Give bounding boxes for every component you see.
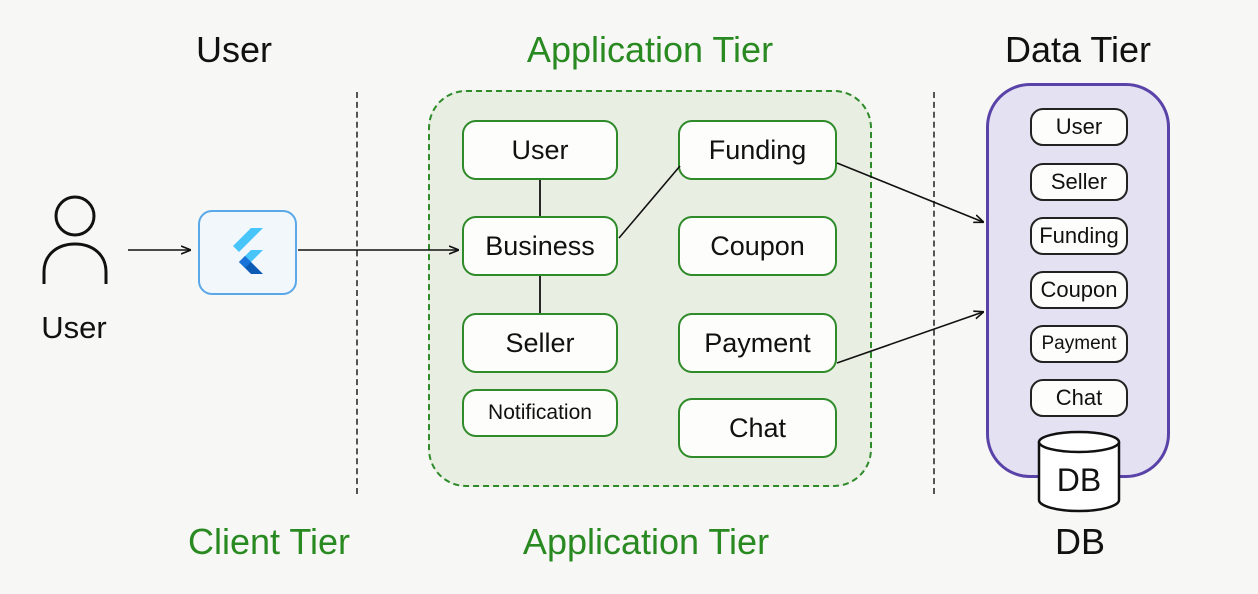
database-label: DB <box>1056 462 1102 498</box>
application-tier-heading: Application Tier <box>526 29 774 70</box>
service-chat: Chat <box>678 398 837 458</box>
data-table-coupon: Coupon <box>1030 271 1128 309</box>
service-funding: Funding <box>678 120 837 180</box>
client-tier-label: Client Tier <box>187 521 351 562</box>
service-user: User <box>462 120 618 180</box>
divider-client-app <box>356 92 358 494</box>
db-tier-label: DB <box>1054 521 1106 562</box>
divider-app-data <box>933 92 935 494</box>
flutter-logo-icon <box>232 227 263 274</box>
service-seller: Seller <box>462 313 618 373</box>
service-payment: Payment <box>678 313 837 373</box>
application-tier-label: Application Tier <box>522 521 770 562</box>
person-icon <box>42 195 108 284</box>
service-coupon: Coupon <box>678 216 837 276</box>
database-icon <box>1037 430 1121 513</box>
user-actor-label: User <box>41 310 107 345</box>
data-table-funding: Funding <box>1030 217 1128 255</box>
service-business: Business <box>462 216 618 276</box>
service-notification: Notification <box>462 389 618 437</box>
data-table-payment: Payment <box>1030 325 1128 363</box>
data-table-seller: Seller <box>1030 163 1128 201</box>
data-table-user: User <box>1030 108 1128 146</box>
flutter-client-tile <box>198 210 297 295</box>
data-table-chat: Chat <box>1030 379 1128 417</box>
user-column-heading: User <box>196 29 273 70</box>
data-tier-heading: Data Tier <box>1004 29 1152 70</box>
